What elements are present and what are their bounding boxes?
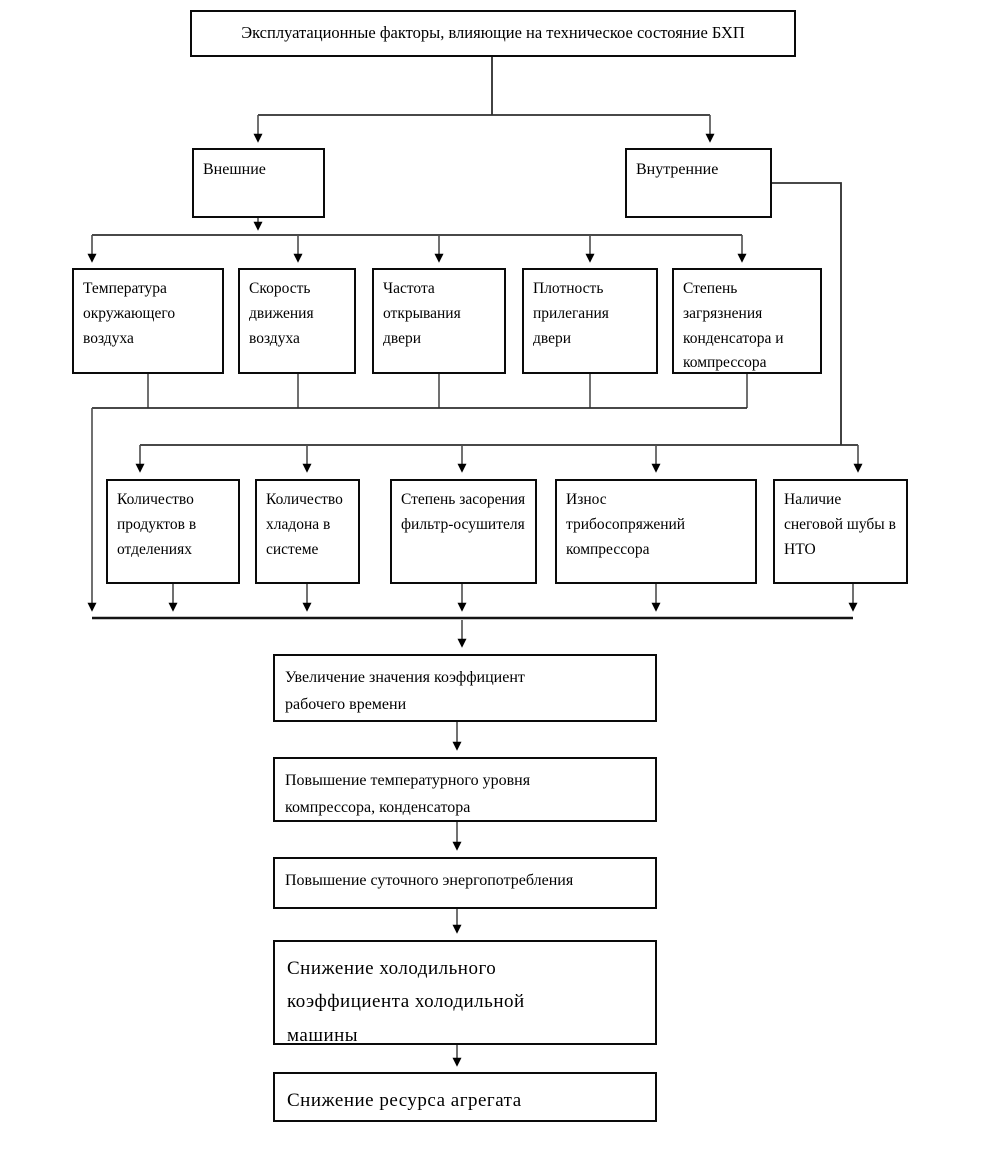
node-effect-cooling-coefficient-drop: Снижение холодильного коэффициента холод… xyxy=(273,940,657,1046)
node-factor-compressor-wear: Износ трибосопряжений компрессора xyxy=(555,479,757,584)
node-effect-temperature-rise: Повышение температурного уровня компресс… xyxy=(273,757,657,822)
node-factor-snow-coat: Наличие снеговой шубы в НТО xyxy=(773,479,908,584)
node-effect-unit-lifespan-drop: Снижение ресурса агрегата xyxy=(273,1072,657,1122)
connectors xyxy=(87,57,863,1067)
node-factor-filter-drier-clogging: Степень засорения фильтр-осушителя xyxy=(390,479,537,584)
node-factor-ambient-temperature: Температура окружающего воздуха xyxy=(72,268,224,374)
node-factor-condenser-contamination: Степень загрязнения конденсатора и компр… xyxy=(672,268,822,374)
node-effect-runtime-coefficient: Увеличение значения коэффициент рабочего… xyxy=(273,654,657,722)
node-internal-group: Внутренние xyxy=(625,148,772,218)
factor-collector-stubs xyxy=(147,374,748,408)
node-factor-door-seal-tightness: Плотность прилегания двери xyxy=(522,268,658,374)
root-split-line xyxy=(258,57,710,116)
node-factor-door-opening-frequency: Частота открывания двери xyxy=(372,268,506,374)
node-factor-refrigerant-quantity: Количество хладона в системе xyxy=(255,479,360,584)
internal-side-line xyxy=(772,182,842,445)
node-root-factors: Эксплуатационные факторы, влияющие на те… xyxy=(190,10,796,57)
node-factor-product-quantity: Количество продуктов в отделениях xyxy=(106,479,240,584)
node-factor-air-speed: Скорость движения воздуха xyxy=(238,268,356,374)
node-effect-energy-consumption: Повышение суточного энергопотребления xyxy=(273,857,657,909)
node-external-group: Внешние xyxy=(192,148,325,218)
